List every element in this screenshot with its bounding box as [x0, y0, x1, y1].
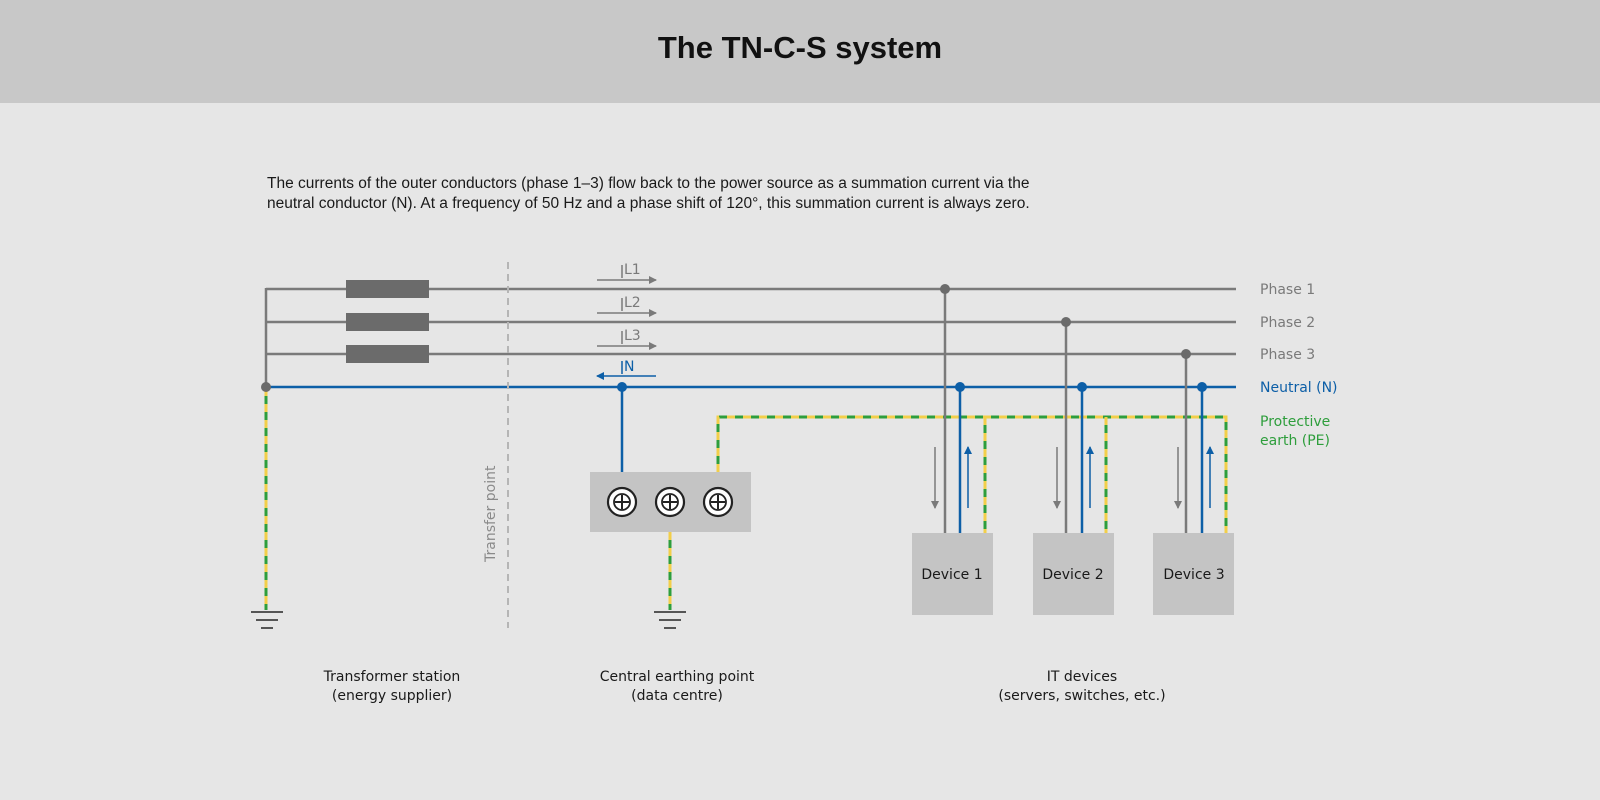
- transformer-windings: [346, 280, 429, 363]
- device-3-label: Device 3: [1163, 567, 1224, 583]
- terminal-screw-2: [654, 486, 686, 518]
- earthing-ground-icon: [654, 611, 686, 629]
- pe-bus: [716, 415, 1228, 533]
- earthing-caption-line-1: Central earthing point: [600, 669, 755, 685]
- device-1-connections: [931, 284, 972, 533]
- pe-label-line-2: earth (PE): [1260, 433, 1330, 449]
- earthing-neutral-node: [617, 382, 627, 392]
- earthing-caption-line-2: (data centre): [631, 688, 723, 704]
- device-2-box: [1033, 533, 1114, 615]
- device-1-box: [912, 533, 993, 615]
- device-3-connections: [1174, 349, 1214, 533]
- neutral-label: Neutral (N): [1260, 380, 1338, 396]
- l2-label: L2: [624, 295, 641, 311]
- n-label: N: [624, 359, 634, 375]
- pe-label-line-1: Protective: [1260, 414, 1330, 430]
- winding-3: [346, 345, 429, 363]
- current-arrows: L1 L2 L3 N: [596, 262, 657, 380]
- phase-1-label: Phase 1: [1260, 282, 1315, 298]
- transformer-caption-line-2: (energy supplier): [332, 688, 452, 704]
- transfer-point-label: Transfer point: [483, 465, 499, 563]
- device-1-label: Device 1: [921, 567, 982, 583]
- phase-3-label: Phase 3: [1260, 347, 1315, 363]
- winding-1: [346, 280, 429, 298]
- device-2-connections: [1053, 317, 1094, 533]
- description-text: The currents of the outer conductors (ph…: [267, 174, 1067, 213]
- description-line-1: The currents of the outer conductors (ph…: [267, 175, 1030, 192]
- l3-label: L3: [624, 328, 641, 344]
- terminal-screw-3: [702, 486, 734, 518]
- description-line-2: neutral conductor (N). At a frequency of…: [267, 194, 1030, 212]
- it-caption-line-2: (servers, switches, etc.): [998, 688, 1165, 704]
- transformer-star-point: [261, 382, 271, 392]
- winding-2: [346, 313, 429, 331]
- phase-2-label: Phase 2: [1260, 315, 1315, 331]
- transformer-caption-line-1: Transformer station: [323, 669, 461, 685]
- terminal-screw-1: [606, 486, 638, 518]
- page-title: The TN-C-S system: [657, 30, 943, 65]
- header-bar: [0, 0, 1600, 103]
- it-caption-line-1: IT devices: [1047, 669, 1117, 685]
- l1-label: L1: [624, 262, 641, 278]
- device-2-label: Device 2: [1042, 567, 1103, 583]
- phase-conductors: [264, 287, 1236, 387]
- device-3-box: [1153, 533, 1234, 615]
- transformer-ground-icon: [251, 611, 283, 629]
